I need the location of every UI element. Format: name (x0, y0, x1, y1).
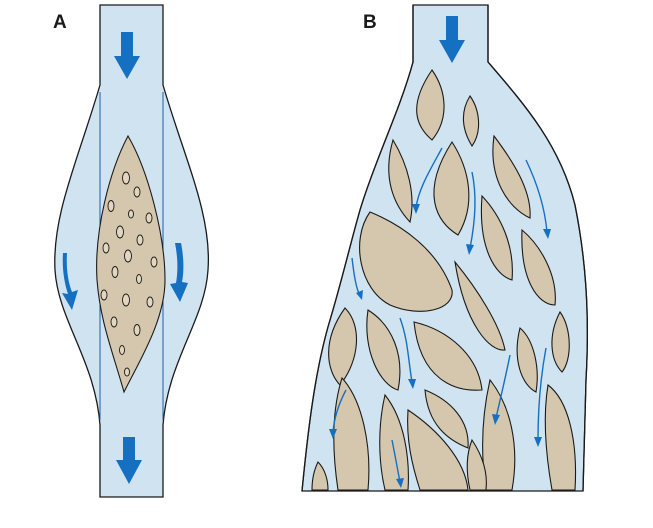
flow-arrow-icon (466, 171, 476, 255)
sand-bar (466, 438, 487, 491)
panel-a-mid-channel-bar (54, 4, 210, 498)
down-arrow-icon (114, 32, 140, 79)
pebble (150, 256, 158, 268)
sand-bar (333, 376, 370, 491)
channel-b-right-bank (487, 5, 589, 492)
sand-bar (551, 310, 570, 373)
sand-bar (379, 393, 409, 491)
sand-bar (388, 138, 413, 224)
flow-arrow-icon (525, 159, 551, 239)
pebble (128, 209, 134, 219)
pebble (102, 242, 110, 254)
pebble (107, 200, 115, 212)
sand-bar (433, 140, 470, 236)
pebble (136, 234, 144, 246)
pebble (136, 274, 142, 284)
flow-arrow-icon (329, 389, 347, 439)
panel-label-b: B (363, 12, 377, 33)
panel-label-a: A (53, 12, 67, 33)
sand-bar (544, 384, 577, 491)
sand-bar (416, 69, 445, 141)
sand-bar (454, 260, 506, 351)
flow-arrow-icon (391, 439, 404, 488)
pebble (116, 225, 124, 239)
sand-bar (516, 327, 538, 393)
pebble (133, 324, 141, 336)
sand-bar (359, 211, 453, 312)
pebble (122, 293, 130, 307)
pebble (124, 249, 132, 263)
sand-bar (462, 95, 480, 147)
down-arrow-icon (116, 437, 142, 484)
pebble (133, 186, 141, 198)
sand-bar (481, 378, 516, 491)
sand-bar (413, 321, 483, 391)
pebble (119, 345, 125, 355)
sand-bar (492, 134, 531, 219)
down-arrow-icon (62, 253, 78, 310)
pebble (100, 289, 108, 301)
pebble (111, 266, 119, 278)
pebble (145, 212, 153, 224)
flow-arrow-icon (534, 347, 547, 447)
flow-arrow-icon (412, 147, 443, 214)
flow-arrow-icon (351, 257, 363, 300)
gravel-bar (96, 134, 166, 394)
down-arrow-icon (439, 16, 465, 63)
sand-bar (366, 309, 401, 391)
pebble (124, 367, 130, 377)
sand-bar (424, 389, 469, 449)
pebble (146, 296, 154, 308)
pebble (122, 171, 130, 185)
sand-bar (407, 409, 469, 491)
flow-arrow-icon (492, 354, 511, 425)
channel-b-left-bank (301, 5, 414, 492)
pebble (110, 316, 118, 328)
down-arrow-icon (170, 243, 188, 302)
sand-bars (311, 69, 577, 491)
flow-arrows (329, 147, 551, 488)
sand-bar (311, 461, 329, 491)
sand-bar (480, 194, 513, 281)
sand-bar (521, 228, 556, 306)
panel-b-braided-channel (301, 4, 589, 492)
flow-arrow-icon (399, 317, 416, 389)
gravel-pebbles (100, 171, 158, 377)
